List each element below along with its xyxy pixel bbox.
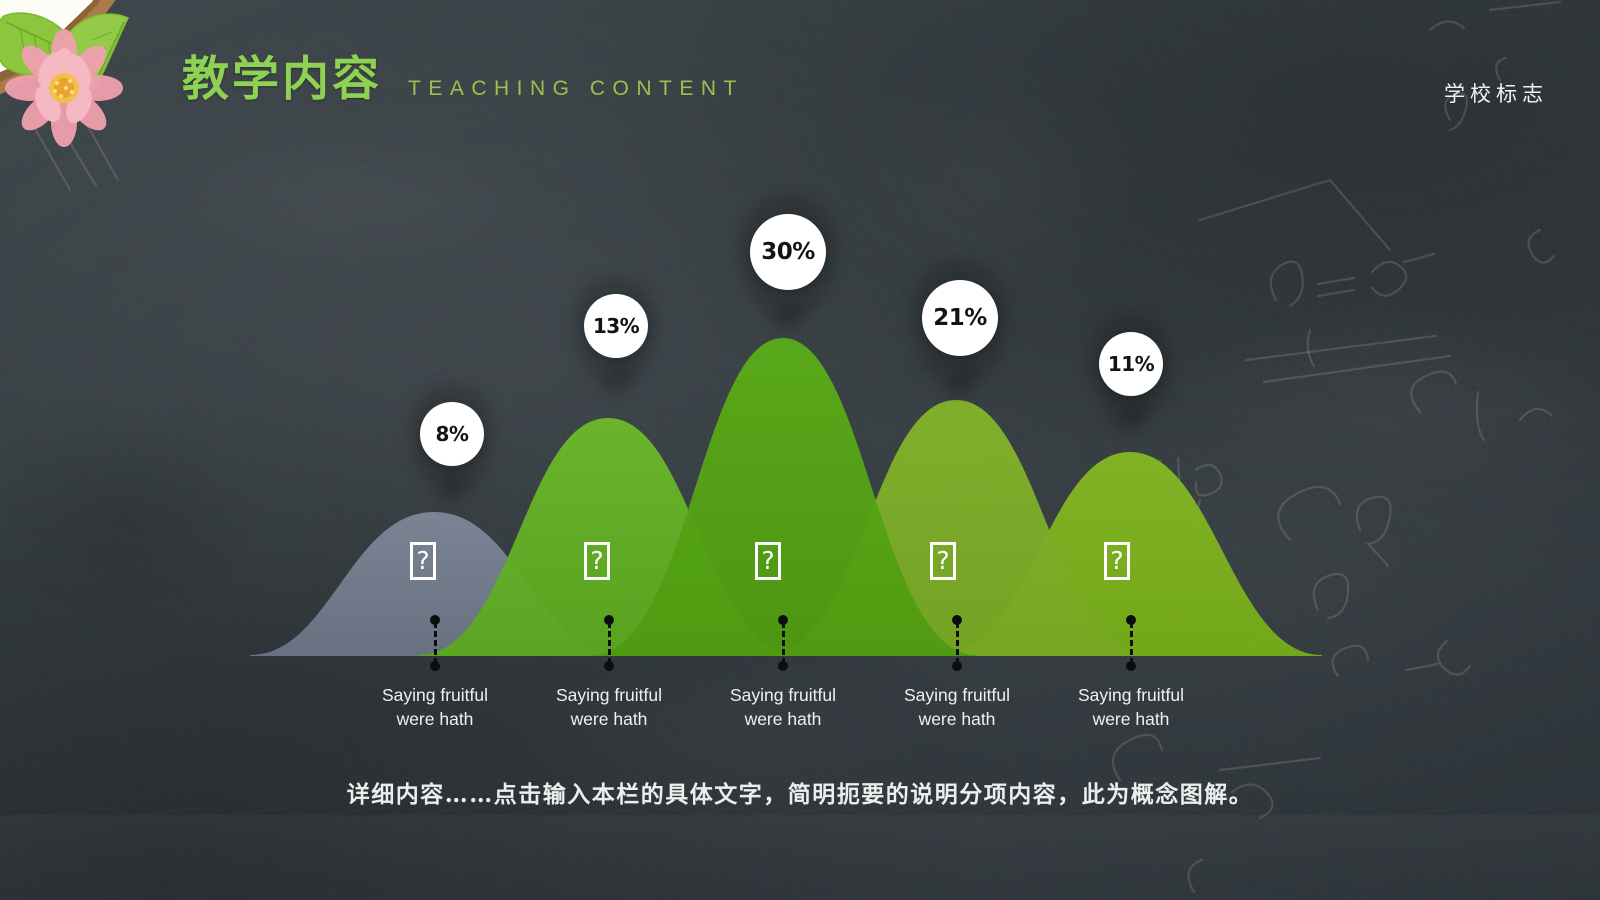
badge-disc: 11% — [1099, 332, 1163, 396]
slide-header: 教学内容 TEACHING CONTENT 学校标志 — [0, 0, 1600, 160]
connector-stem — [950, 615, 964, 671]
stem-dashed-line — [433, 622, 437, 664]
category-label: Saying fruitful were hath — [847, 684, 1067, 731]
bell-curve-chart — [0, 160, 1600, 900]
question-mark-icon[interactable]: ? — [410, 542, 436, 580]
badge-value: 30% — [761, 239, 815, 265]
stem-dot-top — [430, 615, 440, 625]
category-label: Saying fruitful were hath — [1021, 684, 1241, 731]
title-chinese: 教学内容 — [182, 52, 382, 107]
label-line-1: Saying fruitful — [555, 685, 663, 705]
badge-value: 11% — [1107, 352, 1155, 376]
question-glyph: ? — [936, 545, 950, 575]
value-badge[interactable]: 8% — [410, 384, 494, 493]
badge-disc: 30% — [750, 214, 826, 290]
question-glyph: ? — [761, 545, 775, 575]
stem-dot-top — [778, 615, 788, 625]
connector-stem — [602, 615, 616, 671]
badge-value: 8% — [435, 422, 469, 446]
badge-value: 21% — [933, 305, 987, 331]
category-label: Saying fruitful were hath — [499, 684, 719, 731]
question-mark-icon[interactable]: ? — [930, 542, 956, 580]
stem-dot-top — [604, 615, 614, 625]
stem-dot-top — [952, 615, 962, 625]
stem-dot-bottom — [604, 661, 614, 671]
stem-dot-bottom — [952, 661, 962, 671]
value-badge[interactable]: 21% — [911, 260, 1009, 387]
label-line-2: were hath — [396, 708, 474, 729]
stem-dot-bottom — [1126, 661, 1136, 671]
connector-stem — [1124, 615, 1138, 671]
school-logo-text: 学校标志 — [1444, 82, 1548, 106]
label-line-2: were hath — [918, 708, 996, 729]
question-mark-icon[interactable]: ? — [755, 542, 781, 580]
stem-dot-bottom — [778, 661, 788, 671]
category-label: Saying fruitful were hath — [673, 684, 893, 731]
stem-dot-bottom — [430, 661, 440, 671]
hills-group — [250, 338, 1322, 656]
stem-dashed-line — [781, 622, 785, 664]
badge-disc: 8% — [420, 402, 484, 466]
value-badge[interactable]: 11% — [1089, 314, 1173, 423]
badge-disc: 21% — [922, 280, 998, 356]
label-line-2: were hath — [570, 708, 648, 729]
question-mark-icon[interactable]: ? — [584, 542, 610, 580]
question-glyph: ? — [416, 545, 430, 575]
stem-dot-top — [1126, 615, 1136, 625]
value-badge[interactable]: 30% — [739, 194, 837, 321]
book-leaf-flower-decoration — [0, 0, 130, 147]
hill-3 — [592, 338, 976, 656]
question-glyph: ? — [590, 545, 604, 575]
label-line-2: were hath — [744, 708, 822, 729]
label-line-2: were hath — [1092, 708, 1170, 729]
label-line-1: Saying fruitful — [381, 685, 489, 705]
stem-dashed-line — [1129, 622, 1133, 664]
label-line-1: Saying fruitful — [1077, 685, 1185, 705]
footer-description: 详细内容……点击输入本栏的具体文字，简明扼要的说明分项内容，此为概念图解。 — [346, 781, 1254, 808]
stem-dashed-line — [955, 622, 959, 664]
category-label: Saying fruitful were hath — [325, 684, 545, 731]
stem-dashed-line — [607, 622, 611, 664]
question-glyph: ? — [1110, 545, 1124, 575]
label-line-1: Saying fruitful — [729, 685, 837, 705]
baseline-band — [0, 815, 1600, 900]
badge-disc: 13% — [584, 294, 648, 358]
page-title: 教学内容 TEACHING CONTENT — [182, 56, 744, 103]
connector-stem — [428, 615, 442, 671]
value-badge[interactable]: 13% — [574, 276, 658, 385]
question-mark-icon[interactable]: ? — [1104, 542, 1130, 580]
label-line-1: Saying fruitful — [903, 685, 1011, 705]
connector-stem — [776, 615, 790, 671]
badge-value: 13% — [592, 314, 640, 338]
title-english: TEACHING CONTENT — [408, 77, 744, 100]
